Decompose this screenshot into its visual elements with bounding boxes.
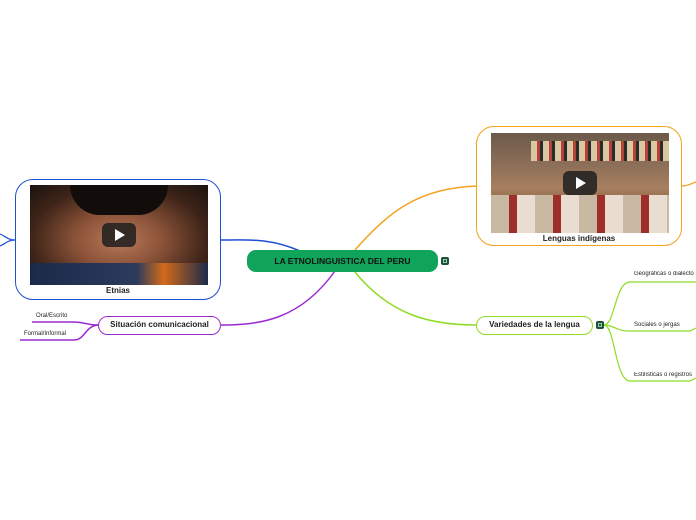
leaf-sociales[interactable]: Sociales o jergas <box>634 322 680 328</box>
etnias-node[interactable]: Etnias <box>15 179 221 300</box>
lenguas-video-thumbnail[interactable] <box>491 133 669 233</box>
leaf-estilisticas[interactable]: Estilísticas o registros <box>634 372 696 378</box>
collapse-icon[interactable] <box>596 321 604 329</box>
lenguas-label: Lenguas indígenas <box>477 234 681 243</box>
variedades-node[interactable]: Variedades de la lengua <box>476 316 593 335</box>
leaf-formal-informal[interactable]: Formal/Informal <box>24 331 66 337</box>
lenguas-node[interactable]: Lenguas indígenas <box>476 126 682 246</box>
leaf-geograficas[interactable]: Geográficas o dialecto <box>634 271 696 277</box>
root-topic[interactable]: LA ETNOLINGUISTICA DEL PERU <box>247 250 438 272</box>
headdress-band <box>531 141 669 161</box>
portrait-jacket <box>30 263 208 285</box>
etnias-video-thumbnail[interactable] <box>30 185 208 285</box>
etnias-label: Etnias <box>16 286 220 295</box>
portrait-hair <box>70 185 168 215</box>
situacion-node[interactable]: Situación comunicacional <box>98 316 221 335</box>
collapse-icon[interactable] <box>441 257 449 265</box>
play-icon[interactable] <box>563 171 597 195</box>
leaf-oral-escrito[interactable]: Oral/Escrito <box>36 313 67 319</box>
play-icon[interactable] <box>102 223 136 247</box>
robes <box>491 195 669 233</box>
